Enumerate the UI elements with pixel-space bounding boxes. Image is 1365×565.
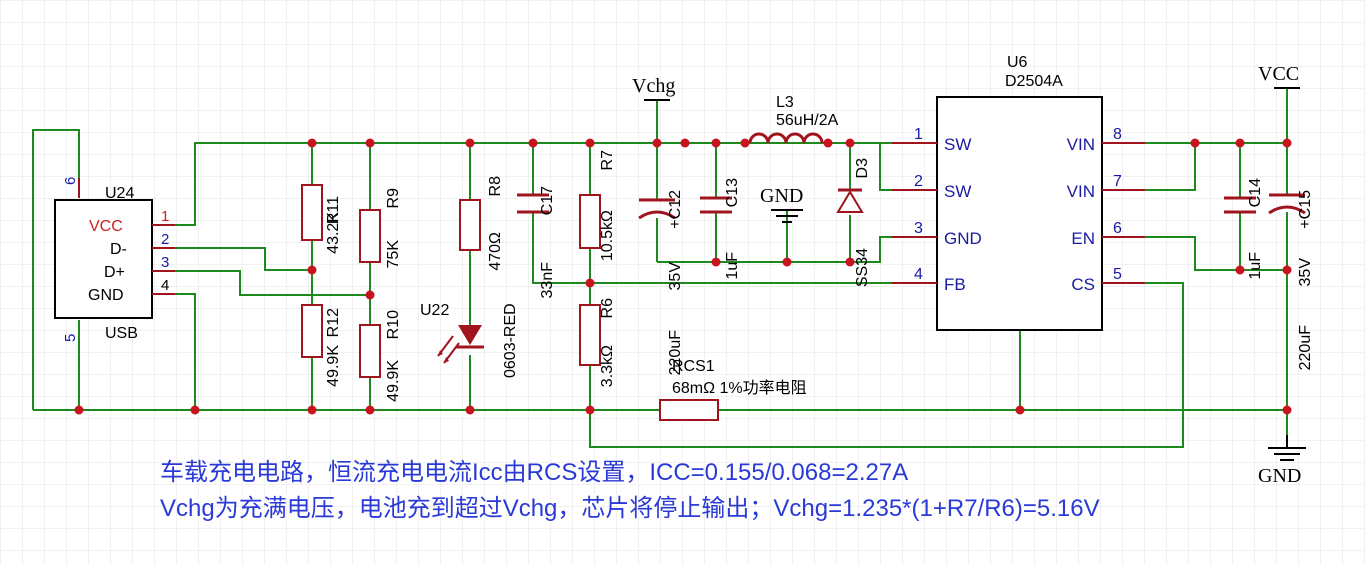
vchg-net-label: Vchg bbox=[632, 75, 675, 101]
u6-pin1-label: SW bbox=[944, 135, 971, 154]
c15-ref: +C15 bbox=[1297, 190, 1314, 229]
u24-usb-connector: U24 USB VCC D- D+ GND 1 2 3 4 6 5 bbox=[54, 177, 175, 342]
u6-pin6-num: 6 bbox=[1113, 220, 1122, 237]
l3-value: 56uH/2A bbox=[776, 112, 839, 129]
u24-name: USB bbox=[105, 325, 138, 342]
u6-pin6-label: EN bbox=[1071, 229, 1095, 248]
u6-pin5-num: 5 bbox=[1113, 266, 1122, 283]
u6-pin8-num: 8 bbox=[1113, 126, 1122, 143]
u24-pin3-num: 3 bbox=[161, 254, 169, 271]
gnd-bottom-label: GND bbox=[1258, 465, 1301, 487]
c14-value: 1uF bbox=[1247, 252, 1264, 280]
r10-value: 49.9K bbox=[385, 360, 402, 402]
u24-pin-dminus: D- bbox=[110, 241, 127, 258]
note-line-2: Vchg为充满电压，电池充到超过Vchg，芯片将停止输出；Vchg=1.235*… bbox=[160, 495, 1100, 522]
rcs1-value: 68mΩ 1%功率电阻 bbox=[672, 379, 807, 397]
r6-ref: R6 bbox=[599, 298, 616, 319]
r12-ref: R12 bbox=[325, 308, 342, 337]
u24-pin1-num: 1 bbox=[161, 208, 169, 225]
notes: 车载充电电路，恒流充电电流Icc由RCS设置，ICC=0.155/0.068=2… bbox=[160, 459, 1100, 522]
note-line-1: 车载充电电路，恒流充电电流Icc由RCS设置，ICC=0.155/0.068=2… bbox=[160, 459, 908, 486]
gnd-bottom-symbol: GND bbox=[1258, 435, 1306, 487]
c13-capacitor: C13 1uF bbox=[700, 178, 741, 280]
r6-value: 3.3kΩ bbox=[599, 345, 616, 387]
u6-pin4-label: FB bbox=[944, 275, 966, 294]
u24-pin6-num: 6 bbox=[62, 177, 79, 185]
c14-ref: C14 bbox=[1247, 178, 1264, 207]
c12-capacitor: +C12 35V 220uF bbox=[638, 190, 684, 376]
u6-pin3-label: GND bbox=[944, 229, 982, 248]
r12-value: 49.9K bbox=[325, 345, 342, 387]
gnd-mid-label: GND bbox=[760, 185, 803, 207]
r7-value: 10.5kΩ bbox=[599, 210, 616, 261]
u6-pin2-label: SW bbox=[944, 182, 971, 201]
l3-ref: L3 bbox=[776, 94, 794, 111]
u6-pin7-num: 7 bbox=[1113, 173, 1122, 190]
r9-value: 75K bbox=[385, 240, 402, 269]
r7-ref: R7 bbox=[599, 150, 616, 171]
l3-inductor: L3 56uH/2A bbox=[748, 94, 839, 144]
u24-ref: U24 bbox=[105, 185, 134, 202]
vchg-label: Vchg bbox=[632, 75, 675, 97]
u6-pin1-num: 1 bbox=[914, 126, 923, 143]
u6-pin8-label: VIN bbox=[1067, 135, 1095, 154]
u6-name: D2504A bbox=[1005, 73, 1063, 90]
c15-value: 220uF bbox=[1297, 325, 1314, 371]
d3-ref: D3 bbox=[854, 158, 871, 179]
resistor-labels: R11 43.2K R9 75K R12 49.9K R10 49.9K R8 … bbox=[325, 150, 807, 402]
r9-ref: R9 bbox=[385, 188, 402, 209]
u24-pin-vcc: VCC bbox=[89, 218, 123, 235]
c15-voltage: 35V bbox=[1297, 258, 1314, 287]
r11-value: 43.2K bbox=[325, 212, 342, 254]
gnd-mid-symbol: GND bbox=[760, 185, 803, 223]
c17-capacitor: C17 33nF bbox=[517, 186, 556, 299]
u6-ic: U6 D2504A 1 2 3 4 8 7 6 5 SW SW GND FB V… bbox=[892, 54, 1145, 331]
u22-value: 0603-RED bbox=[502, 303, 519, 378]
u24-pin-dplus: D+ bbox=[104, 264, 125, 281]
u6-ref: U6 bbox=[1007, 54, 1028, 71]
c12-ref: +C12 bbox=[667, 190, 684, 229]
rcs1-ref: RCS1 bbox=[672, 358, 715, 375]
u6-pin5-label: CS bbox=[1071, 275, 1095, 294]
junctions bbox=[74, 138, 1292, 415]
r8-ref: R8 bbox=[487, 176, 504, 197]
c13-value: 1uF bbox=[724, 252, 741, 280]
u6-pin3-num: 3 bbox=[914, 220, 923, 237]
c15-capacitor: +C15 35V 220uF bbox=[1268, 190, 1314, 371]
r10-ref: R10 bbox=[385, 310, 402, 339]
c12-voltage: 35V bbox=[667, 262, 684, 291]
c14-capacitor: C14 1uF bbox=[1224, 178, 1264, 280]
c12-value: 220uF bbox=[667, 330, 684, 376]
vcc-net-label: VCC bbox=[1258, 63, 1300, 89]
d3-value: SS34 bbox=[854, 248, 871, 287]
c17-ref: C17 bbox=[539, 186, 556, 215]
vcc-label: VCC bbox=[1258, 63, 1299, 85]
r11-ref: R11 bbox=[325, 196, 342, 224]
r8-value: 470Ω bbox=[487, 232, 504, 271]
d3-diode: D3 SS34 bbox=[836, 158, 871, 287]
c17-value: 33nF bbox=[539, 262, 556, 299]
wires bbox=[32, 88, 1288, 448]
u24-pin5-num: 5 bbox=[62, 334, 79, 342]
u24-pin4-num: 4 bbox=[161, 277, 169, 294]
resistors bbox=[301, 184, 719, 421]
u6-pin2-num: 2 bbox=[914, 173, 923, 190]
u22-ref: U22 bbox=[420, 302, 449, 319]
u24-pin-gnd: GND bbox=[88, 287, 124, 304]
u24-pin2-num: 2 bbox=[161, 231, 169, 248]
u22-led: U22 0603-RED bbox=[420, 302, 519, 378]
u6-pin7-label: VIN bbox=[1067, 182, 1095, 201]
c13-ref: C13 bbox=[724, 178, 741, 207]
u6-pin4-num: 4 bbox=[914, 266, 923, 283]
